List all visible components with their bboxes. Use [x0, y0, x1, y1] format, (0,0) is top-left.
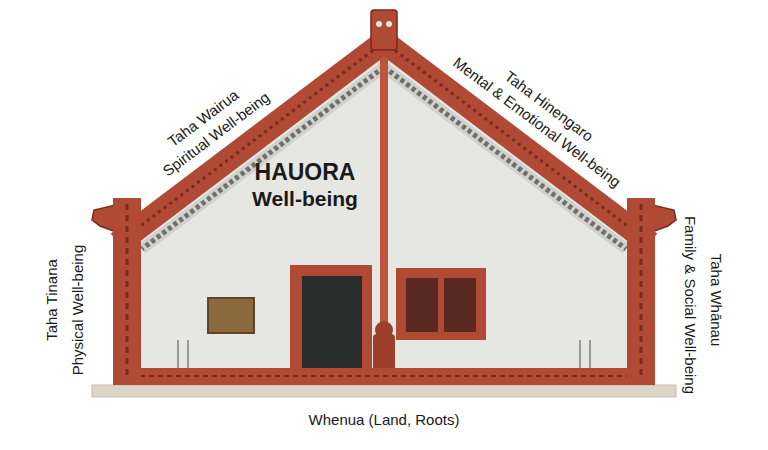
post-figure [373, 334, 395, 372]
model-subtitle: Well-being [252, 187, 358, 211]
window-frame [396, 268, 486, 340]
paepae-carving [140, 375, 628, 377]
dimension-name: Taha Whānau [707, 254, 724, 347]
post-figure-head [375, 321, 393, 339]
foundation-label: Whenua (Land, Roots) [309, 411, 460, 428]
model-title: HAUORA [255, 159, 356, 185]
dimension-label: Physical Well-being [69, 245, 86, 376]
dimension-name: Taha Tinana [43, 259, 60, 341]
window-pane [444, 278, 476, 332]
amo-right [627, 198, 655, 385]
dimension-label: Family & Social Well-being [681, 216, 698, 394]
window-pane [406, 278, 438, 332]
maihi-right [384, 42, 650, 243]
koruru-eye [376, 21, 382, 27]
wall-post [177, 340, 179, 368]
koruru [371, 10, 397, 50]
koruru-eye [386, 21, 392, 27]
paepae [140, 368, 628, 385]
kowhaiwhai-band [142, 67, 384, 249]
door [302, 276, 362, 370]
wall-post [579, 340, 581, 368]
dimension-label: Mental & Emotional Well-being [450, 53, 624, 190]
raparapa-left [92, 205, 116, 232]
maihi-carving [384, 42, 650, 243]
door-frame [290, 265, 372, 370]
centre-post [380, 45, 388, 330]
plaque [208, 298, 254, 333]
kowhaiwhai-pattern [142, 67, 384, 249]
wall-post [589, 340, 591, 368]
platform [92, 385, 676, 397]
maihi-carving [118, 42, 384, 243]
amo-left [113, 198, 141, 385]
raparapa-right [652, 205, 676, 232]
maihi-left [118, 42, 384, 243]
amo-carving [640, 204, 643, 380]
wall-post [187, 340, 189, 368]
amo-carving [126, 204, 129, 380]
